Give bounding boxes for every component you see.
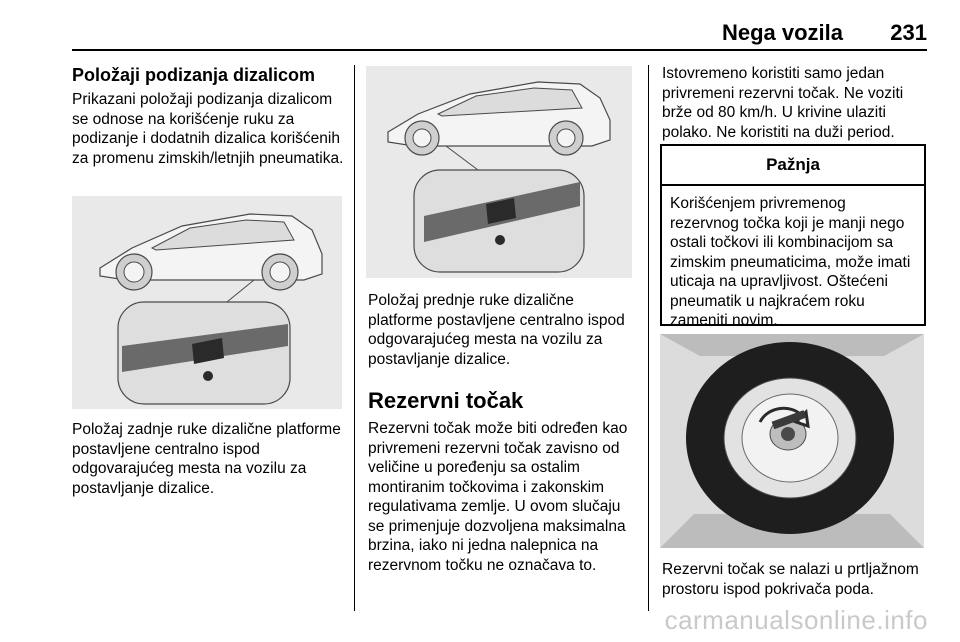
jacking-heading: Položaji podizanja dizalicom bbox=[72, 65, 316, 85]
spare-wheel-heading: Rezervni točak bbox=[368, 388, 524, 413]
temporary-spare-intro: Istovremeno koristiti samo jedan privrem… bbox=[662, 65, 904, 141]
caution-title: Pažnja bbox=[662, 146, 924, 186]
spare-wheel-figure bbox=[660, 334, 924, 548]
section-title: Nega vozila bbox=[721, 20, 843, 45]
caution-text: Korišćenjem privremenog rezervnog točka … bbox=[670, 195, 911, 329]
spare-caption-block: Rezervni točak se nalazi u prtljažnom pr… bbox=[662, 560, 930, 599]
rear-caption-block: Položaj zadnje ruke dizalične platforme … bbox=[72, 420, 348, 498]
front-jacking-illustration bbox=[366, 66, 632, 278]
page-number: 231 bbox=[890, 20, 927, 45]
page-header: Nega vozila 231 bbox=[72, 0, 927, 51]
rear-jacking-caption: Položaj zadnje ruke dizalične platforme … bbox=[72, 421, 341, 497]
column-divider-1 bbox=[354, 65, 355, 611]
front-jacking-caption: Položaj prednje ruke dizalične platforme… bbox=[368, 292, 625, 368]
column-1: Položaji podizanja dizalicom Prikazani p… bbox=[72, 64, 344, 168]
column-divider-2 bbox=[648, 65, 649, 611]
header-rule bbox=[72, 49, 927, 51]
front-jacking-figure bbox=[366, 66, 632, 278]
spare-wheel-body: Rezervni točak može biti određen kao pri… bbox=[368, 420, 628, 574]
jacking-intro: Prikazani položaji podizanja dizalicom s… bbox=[72, 91, 344, 167]
column-3: Istovremeno koristiti samo jedan privrem… bbox=[662, 64, 930, 142]
rear-jacking-figure bbox=[72, 196, 342, 409]
column-2: Položaj prednje ruke dizalične platforme… bbox=[368, 291, 638, 575]
watermark: carmanualsonline.info bbox=[664, 605, 928, 635]
spare-wheel-illustration bbox=[660, 334, 924, 548]
spare-wheel-location-caption: Rezervni točak se nalazi u prtljažnom pr… bbox=[662, 561, 919, 598]
caution-box: Pažnja Korišćenjem privremenog rezervnog… bbox=[660, 144, 926, 329]
rear-jacking-illustration bbox=[72, 196, 342, 409]
